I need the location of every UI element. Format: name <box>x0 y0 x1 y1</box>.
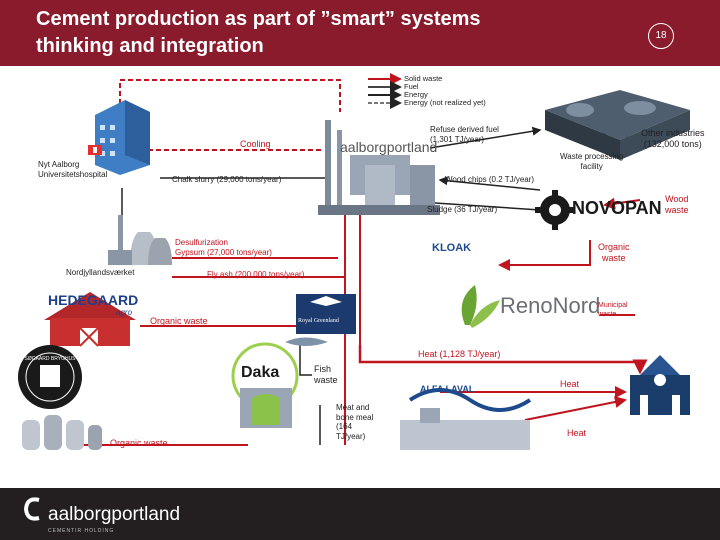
logo-sogaard-bryghus: SØGAARD BRYGHUS <box>24 356 76 362</box>
flow-heat-alfa <box>524 396 627 421</box>
label-organic-waste-hedegaard: Organic waste <box>150 316 208 326</box>
royal-greenland-logo <box>285 294 356 346</box>
aalborgportland-c-logo-icon <box>23 497 40 521</box>
label-fish-waste: Fish waste <box>314 364 338 385</box>
power-station-icon <box>108 215 172 265</box>
logo-hedegaard: HEDEGAARD <box>48 292 139 308</box>
aalborg-city-icon <box>630 355 690 415</box>
flow-wood-chips <box>438 176 541 191</box>
alfa-laval-icon <box>400 388 532 450</box>
novopan-gear-icon <box>535 190 575 230</box>
cement-plant-icon <box>318 120 440 215</box>
label-cooling: Cooling <box>240 139 271 149</box>
label-hospital: Nyt Aalborg Universitetshospital <box>38 160 108 179</box>
daka-plant-icon <box>231 342 299 428</box>
flow-sludge <box>418 198 541 211</box>
slide-title: Cement production as part of ”smart” sys… <box>36 8 481 57</box>
logo-kloak: KLOAK <box>432 242 472 254</box>
legend-fuel: Fuel <box>404 82 419 91</box>
label-meat-bone-meal: Meat and bone meal (164 TJ/year) <box>336 403 374 441</box>
hedegaard-barn-icon <box>44 292 136 347</box>
logo-aalborgportland-plant: aalborgportland <box>340 139 438 155</box>
label-organic-waste-kloak: Organic waste <box>598 242 630 263</box>
page-number-badge: 18 <box>648 23 674 49</box>
label-heat-daka: Heat <box>560 379 580 389</box>
label-rdf: Refuse derived fuel (1,301 TJ/year) <box>430 125 499 144</box>
flow-wood-waste <box>603 197 641 210</box>
label-sludge: Sludge (36 TJ/year) <box>427 205 498 214</box>
label-nordjyllandsvaerket: Nordjyllandsværket <box>66 268 135 277</box>
flow-fish <box>299 345 312 376</box>
header-bar <box>0 0 720 66</box>
logo-royal-greenland: Royal Greenland <box>298 318 339 324</box>
label-waste-facility: Waste processing facility <box>560 152 624 171</box>
brewery-tanks-icon <box>22 415 102 450</box>
logo-daka: Daka <box>241 364 280 381</box>
legend-solid-waste: Solid waste <box>404 74 443 83</box>
label-municipal-waste: Municipal waste <box>598 302 628 318</box>
label-heat-alfa: Heat <box>567 428 587 438</box>
footer-subbrand: CEMENTIR HOLDING <box>48 528 115 534</box>
logo-renonord: RenoNord <box>500 293 601 318</box>
flow-heat-main <box>358 345 648 375</box>
legend-lines <box>368 73 402 109</box>
legend-energy: Energy <box>404 90 428 99</box>
label-other-industries: Other industries (132,000 tons) <box>641 128 705 149</box>
flow-hospital-top <box>119 79 341 112</box>
hospital-icon <box>88 100 150 175</box>
logo-novopan: NOVOPAN <box>572 198 662 218</box>
label-heat-main: Heat (1,128 TJ/year) <box>418 349 501 359</box>
label-organic-waste-sogaard: Organic waste <box>110 438 168 448</box>
waste-facility-icon <box>545 90 690 160</box>
logo-hedegaard-sub: agro <box>116 308 133 317</box>
label-desulfurization: Desulfurization Gypsum (27,000 tons/year… <box>175 238 272 257</box>
logo-alfa-laval: ALFA LAVAL <box>420 384 475 394</box>
label-chalk-slurry: Chalk slurry (29,000 tons/year) <box>172 175 282 184</box>
flow-organic-kloak <box>498 240 591 271</box>
label-fly-ash: Fly ash (200,000 tons/year) <box>207 270 305 279</box>
footer-brand: aalborgportland <box>48 504 181 525</box>
label-wood-chips: Wood chips (0.2 TJ/year) <box>445 175 535 184</box>
sogaard-bryghus-logo <box>18 345 82 409</box>
footer-bar <box>0 488 720 540</box>
legend-energy-not-realized: Energy (not realized yet) <box>404 98 486 107</box>
flow-rdf <box>429 126 542 149</box>
label-wood-waste: Wood waste <box>665 194 689 215</box>
renonord-leaf-icon <box>461 285 500 328</box>
